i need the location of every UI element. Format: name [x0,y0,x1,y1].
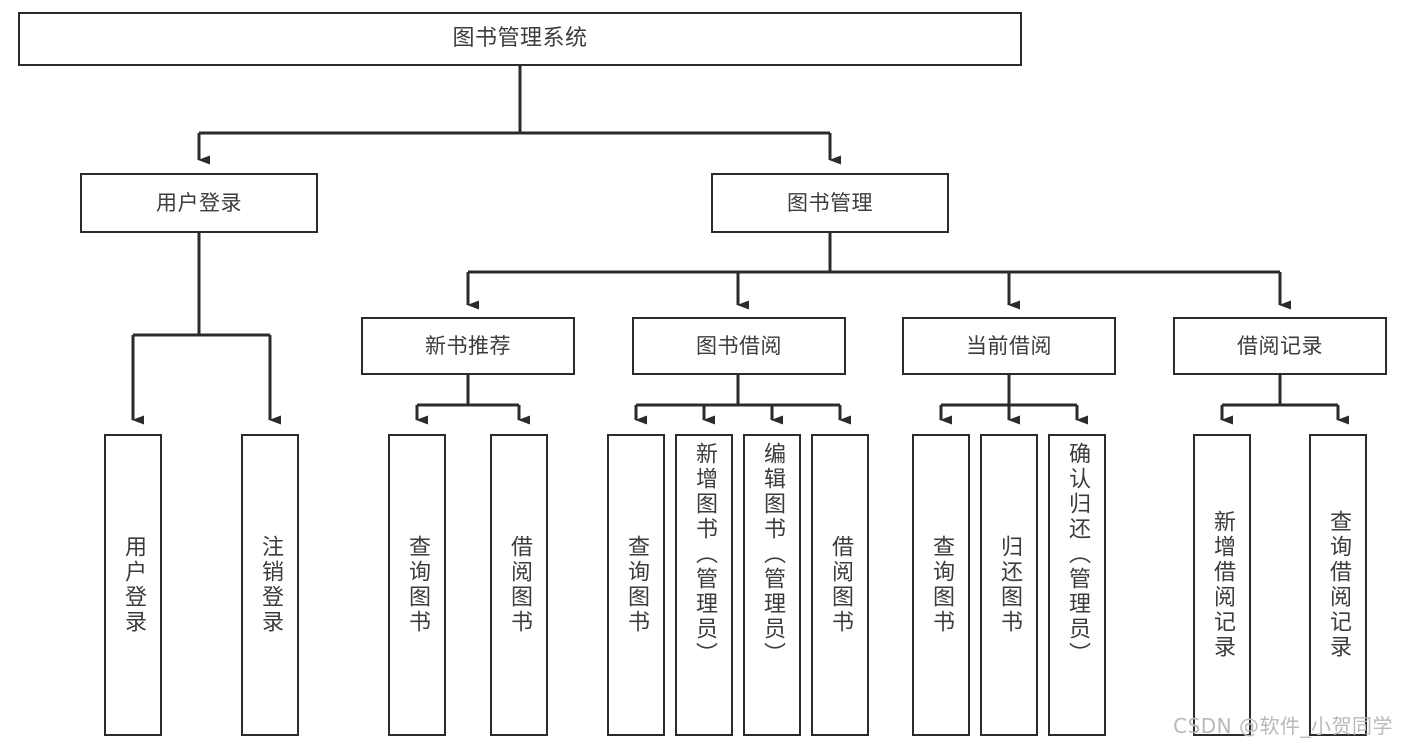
node-book-management[interactable]: 图书管理 [711,173,949,233]
node-leaf-query-record-label: 查询借阅记录 [1326,510,1351,660]
node-new-book-recommend-label: 新书推荐 [425,333,511,358]
node-leaf-confirm-return[interactable]: 确认归还（管理员） [1048,434,1106,736]
node-leaf-user-logout-label: 注销登录 [258,535,283,635]
node-book-management-label: 图书管理 [787,190,873,215]
node-leaf-borrow-book-1[interactable]: 借阅图书 [490,434,548,736]
node-leaf-query-book-2-label: 查询图书 [624,535,649,635]
node-leaf-borrow-book-1-label: 借阅图书 [507,535,532,635]
node-borrow-record[interactable]: 借阅记录 [1173,317,1387,375]
node-leaf-query-book-1-label: 查询图书 [405,535,430,635]
node-leaf-query-book-3-label: 查询图书 [929,535,954,635]
node-leaf-user-login[interactable]: 用户登录 [104,434,162,736]
node-leaf-borrow-book-2-label: 借阅图书 [828,535,853,635]
node-leaf-user-logout[interactable]: 注销登录 [241,434,299,736]
node-leaf-add-record[interactable]: 新增借阅记录 [1193,434,1251,736]
node-user-login[interactable]: 用户登录 [80,173,318,233]
node-leaf-return-book-label: 归还图书 [997,535,1022,635]
node-book-borrow[interactable]: 图书借阅 [632,317,846,375]
watermark-text: CSDN @软件_小贺同学 [1173,714,1393,738]
node-borrow-record-label: 借阅记录 [1237,333,1323,358]
node-leaf-add-book[interactable]: 新增图书（管理员） [675,434,733,736]
node-leaf-edit-book-label: 编辑图书（管理员） [760,442,785,667]
node-current-borrow-label: 当前借阅 [966,333,1052,358]
node-leaf-query-book-2[interactable]: 查询图书 [607,434,665,736]
node-leaf-add-record-label: 新增借阅记录 [1210,510,1235,660]
node-leaf-user-login-label: 用户登录 [121,535,146,635]
node-root-book-management-system[interactable]: 图书管理系统 [18,12,1022,66]
node-book-borrow-label: 图书借阅 [696,333,782,358]
node-leaf-return-book[interactable]: 归还图书 [980,434,1038,736]
node-new-book-recommend[interactable]: 新书推荐 [361,317,575,375]
node-leaf-borrow-book-2[interactable]: 借阅图书 [811,434,869,736]
node-current-borrow[interactable]: 当前借阅 [902,317,1116,375]
node-leaf-confirm-return-label: 确认归还（管理员） [1065,442,1090,667]
node-user-login-label: 用户登录 [156,190,242,215]
node-leaf-add-book-label: 新增图书（管理员） [692,442,717,667]
node-leaf-query-book-3[interactable]: 查询图书 [912,434,970,736]
node-root-label: 图书管理系统 [452,26,588,52]
node-leaf-edit-book[interactable]: 编辑图书（管理员） [743,434,801,736]
node-leaf-query-record[interactable]: 查询借阅记录 [1309,434,1367,736]
node-leaf-query-book-1[interactable]: 查询图书 [388,434,446,736]
